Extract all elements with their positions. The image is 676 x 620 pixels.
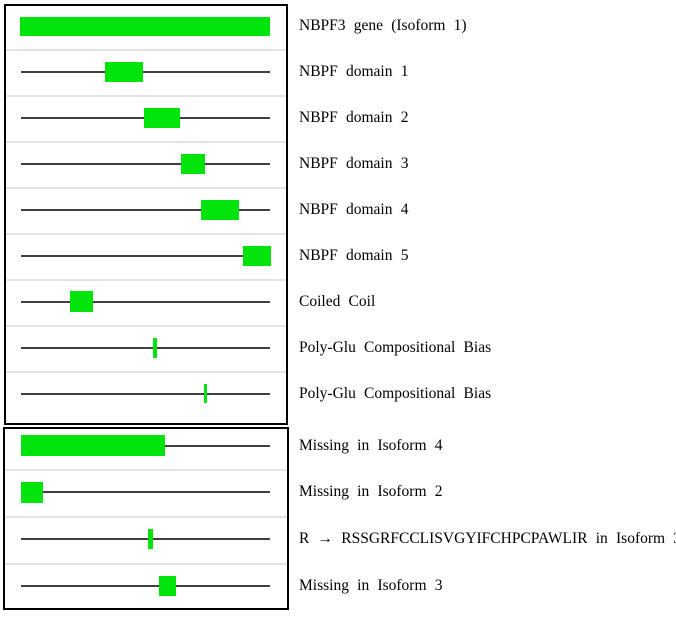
feature-label: NBPF domain 2 xyxy=(299,109,409,126)
feature-track-line xyxy=(21,209,270,211)
feature-track-line xyxy=(21,491,270,493)
feature-label: NBPF domain 1 xyxy=(299,63,409,80)
feature-marker-box xyxy=(21,482,43,503)
feature-label: NBPF domain 4 xyxy=(299,201,409,218)
feature-marker-box xyxy=(181,154,205,174)
row-separator xyxy=(6,233,286,235)
feature-marker-box xyxy=(159,576,176,596)
feature-marker-tick xyxy=(148,529,153,549)
feature-label: Poly-Glu Compositional Bias xyxy=(299,385,492,402)
feature-label: NBPF domain 5 xyxy=(299,247,409,264)
feature-label: R → RSSGRFCCLISVGYIFCHPCPAWLIR in Isofor… xyxy=(299,530,676,547)
row-separator xyxy=(6,141,286,143)
feature-label: Missing in Isoform 2 xyxy=(299,483,443,500)
row-separator xyxy=(5,469,287,471)
feature-track-line xyxy=(21,585,270,587)
feature-group-box-isoform-differences xyxy=(3,427,289,610)
feature-label: NBPF3 gene (Isoform 1) xyxy=(299,17,467,34)
feature-label: NBPF domain 3 xyxy=(299,155,409,172)
row-separator xyxy=(5,563,287,565)
feature-track-line xyxy=(21,393,270,395)
row-separator xyxy=(5,516,287,518)
feature-track-line xyxy=(21,301,270,303)
feature-marker-box xyxy=(105,62,143,82)
feature-group-box-gene-and-domains xyxy=(4,4,288,425)
row-separator xyxy=(6,371,286,373)
feature-track-line xyxy=(21,163,270,165)
row-separator xyxy=(6,95,286,97)
feature-track-line xyxy=(21,347,270,349)
feature-marker-box xyxy=(70,291,93,312)
row-separator xyxy=(6,325,286,327)
feature-track-line xyxy=(21,538,270,540)
feature-track-line xyxy=(21,255,270,257)
feature-marker-box xyxy=(201,200,239,220)
row-separator xyxy=(6,49,286,51)
feature-marker-tick xyxy=(153,338,157,358)
feature-label: Coiled Coil xyxy=(299,293,376,310)
feature-marker-box xyxy=(144,108,180,128)
feature-label: Missing in Isoform 4 xyxy=(299,437,443,454)
row-separator xyxy=(6,279,286,281)
feature-marker-box xyxy=(243,246,271,266)
feature-marker-bar xyxy=(20,17,270,36)
row-separator xyxy=(6,187,286,189)
feature-track-line xyxy=(21,71,270,73)
feature-marker-bar xyxy=(21,435,165,456)
feature-label: Missing in Isoform 3 xyxy=(299,577,443,594)
feature-marker-tick xyxy=(204,384,207,403)
feature-label: Poly-Glu Compositional Bias xyxy=(299,339,492,356)
